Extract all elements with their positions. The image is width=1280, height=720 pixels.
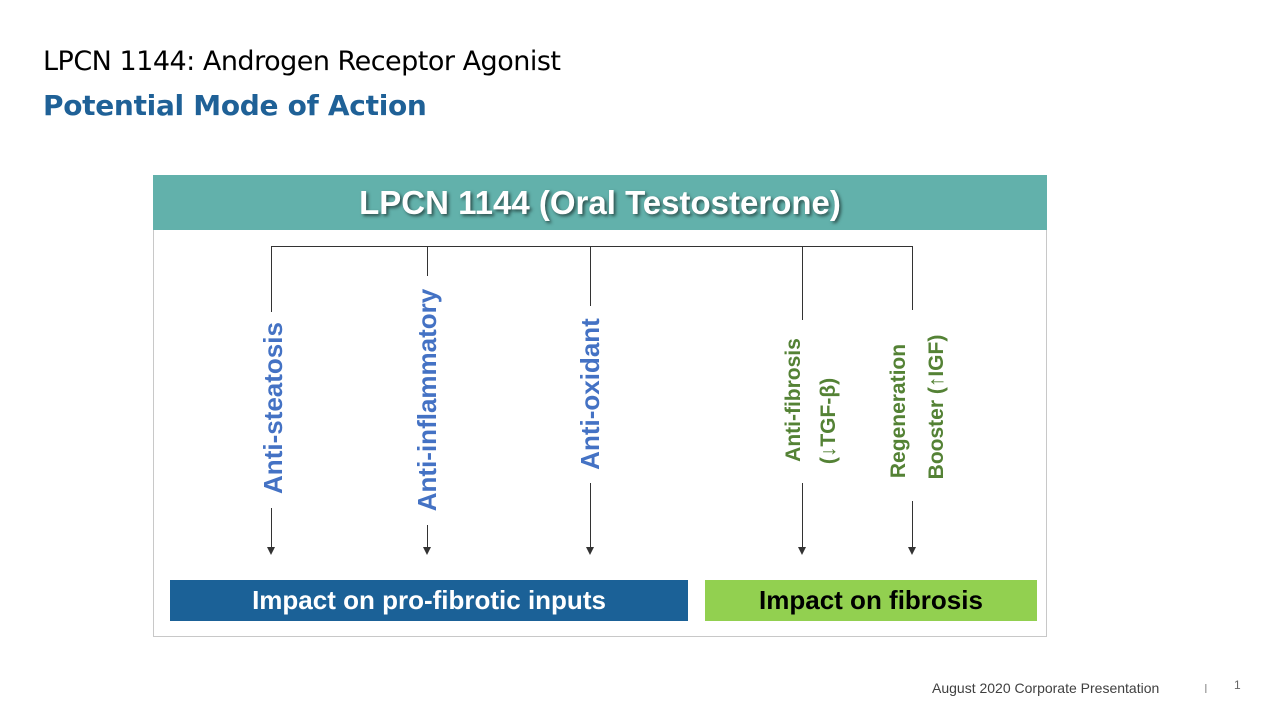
connector-top [271, 246, 272, 312]
connector-top [802, 246, 803, 320]
arrow-down-icon [798, 547, 806, 555]
connector-bottom [271, 508, 272, 548]
footer-separator: I [1204, 681, 1208, 696]
branch-label-anti-fibrosis: Anti-fibrosis [782, 338, 805, 462]
connector-bottom [912, 501, 913, 548]
slide-subtitle: Potential Mode of Action [43, 89, 427, 122]
footer-text: August 2020 Corporate Presentation [932, 680, 1160, 696]
connector-horizontal [271, 246, 913, 247]
diagram-header: LPCN 1144 (Oral Testosterone) [153, 175, 1047, 230]
connector-top [590, 246, 591, 306]
connector-bottom [590, 483, 591, 548]
outcome-fibrosis: Impact on fibrosis [705, 580, 1037, 621]
slide-title: LPCN 1144: Androgen Receptor Agonist [43, 46, 561, 77]
arrow-down-icon [586, 547, 594, 555]
branch-label-regeneration: Regeneration [887, 343, 910, 479]
branch-label-anti-oxidant: Anti-oxidant [575, 318, 605, 470]
outcome-pro-fibrotic-inputs: Impact on pro-fibrotic inputs [170, 580, 688, 621]
branch-label-anti-inflammatory: Anti-inflammatory [412, 288, 442, 512]
branch-label-booster-igf: Booster (↑IGF) [925, 334, 948, 480]
branch-label-anti-steatosis: Anti-steatosis [258, 322, 288, 494]
arrow-down-icon [267, 547, 275, 555]
arrow-down-icon [423, 547, 431, 555]
connector-top [912, 246, 913, 310]
connector-top [427, 246, 428, 276]
connector-bottom [802, 483, 803, 548]
branch-label-tgf-beta: (↓TGF-β) [817, 377, 840, 465]
page-number: 1 [1234, 678, 1241, 692]
arrow-down-icon [908, 547, 916, 555]
connector-bottom [427, 525, 428, 548]
